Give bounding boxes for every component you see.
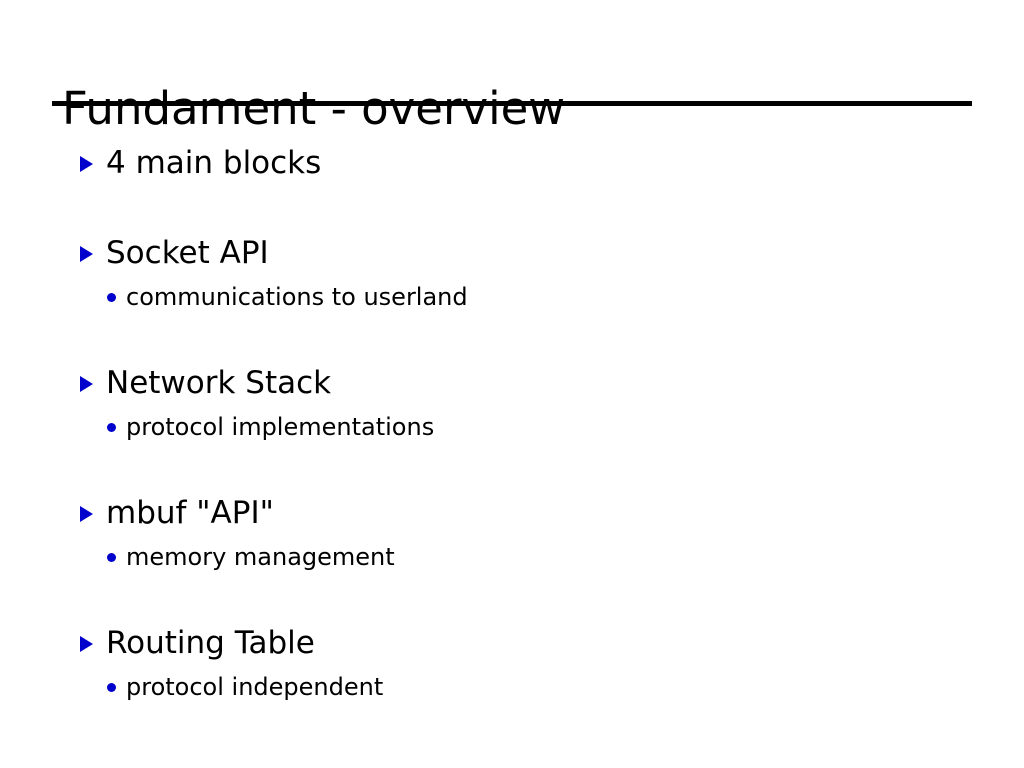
title-divider-rule (52, 101, 972, 106)
bullet-item-level1-label: Routing Table (106, 625, 315, 661)
round-dot-bullet-icon (107, 683, 116, 692)
page-title: Fundament - overview (62, 82, 566, 136)
triangle-right-bullet-icon (80, 636, 93, 652)
bullet-item-level1: Routing Table (0, 622, 1024, 664)
bullet-group: Socket API communications to userland (0, 232, 1024, 314)
bullet-item-level1: mbuf "API" (0, 492, 1024, 534)
bullet-item-level2-label: communications to userland (126, 283, 468, 311)
bullet-group: Network Stack protocol implementations (0, 362, 1024, 444)
bullet-item-level2: memory management (0, 540, 1024, 574)
bullet-item-level2: protocol implementations (0, 410, 1024, 444)
bullet-group: Routing Table protocol independent (0, 622, 1024, 704)
bullet-item-level2: communications to userland (0, 280, 1024, 314)
bullet-item-level2-label: protocol implementations (126, 413, 435, 441)
bullet-item-level1: Socket API (0, 232, 1024, 274)
bullet-item-level1-label: Socket API (106, 235, 269, 271)
round-dot-bullet-icon (107, 423, 116, 432)
bullet-group: mbuf "API" memory management (0, 492, 1024, 574)
bullet-item-level2-label: memory management (126, 543, 395, 571)
bullet-item-level2: protocol independent (0, 670, 1024, 704)
slide-body: 4 main blocks Socket API communications … (0, 142, 1024, 704)
round-dot-bullet-icon (107, 553, 116, 562)
triangle-right-bullet-icon (80, 156, 93, 172)
triangle-right-bullet-icon (80, 246, 93, 262)
triangle-right-bullet-icon (80, 506, 93, 522)
bullet-item-level2-label: protocol independent (126, 673, 384, 701)
round-dot-bullet-icon (107, 293, 116, 302)
bullet-item-level1-label: mbuf "API" (106, 495, 274, 531)
bullet-item-level1: 4 main blocks (0, 142, 1024, 184)
triangle-right-bullet-icon (80, 376, 93, 392)
bullet-item-level1: Network Stack (0, 362, 1024, 404)
bullet-item-level1-label: Network Stack (106, 365, 332, 401)
bullet-group: 4 main blocks (0, 142, 1024, 184)
bullet-item-level1-label: 4 main blocks (106, 145, 322, 181)
